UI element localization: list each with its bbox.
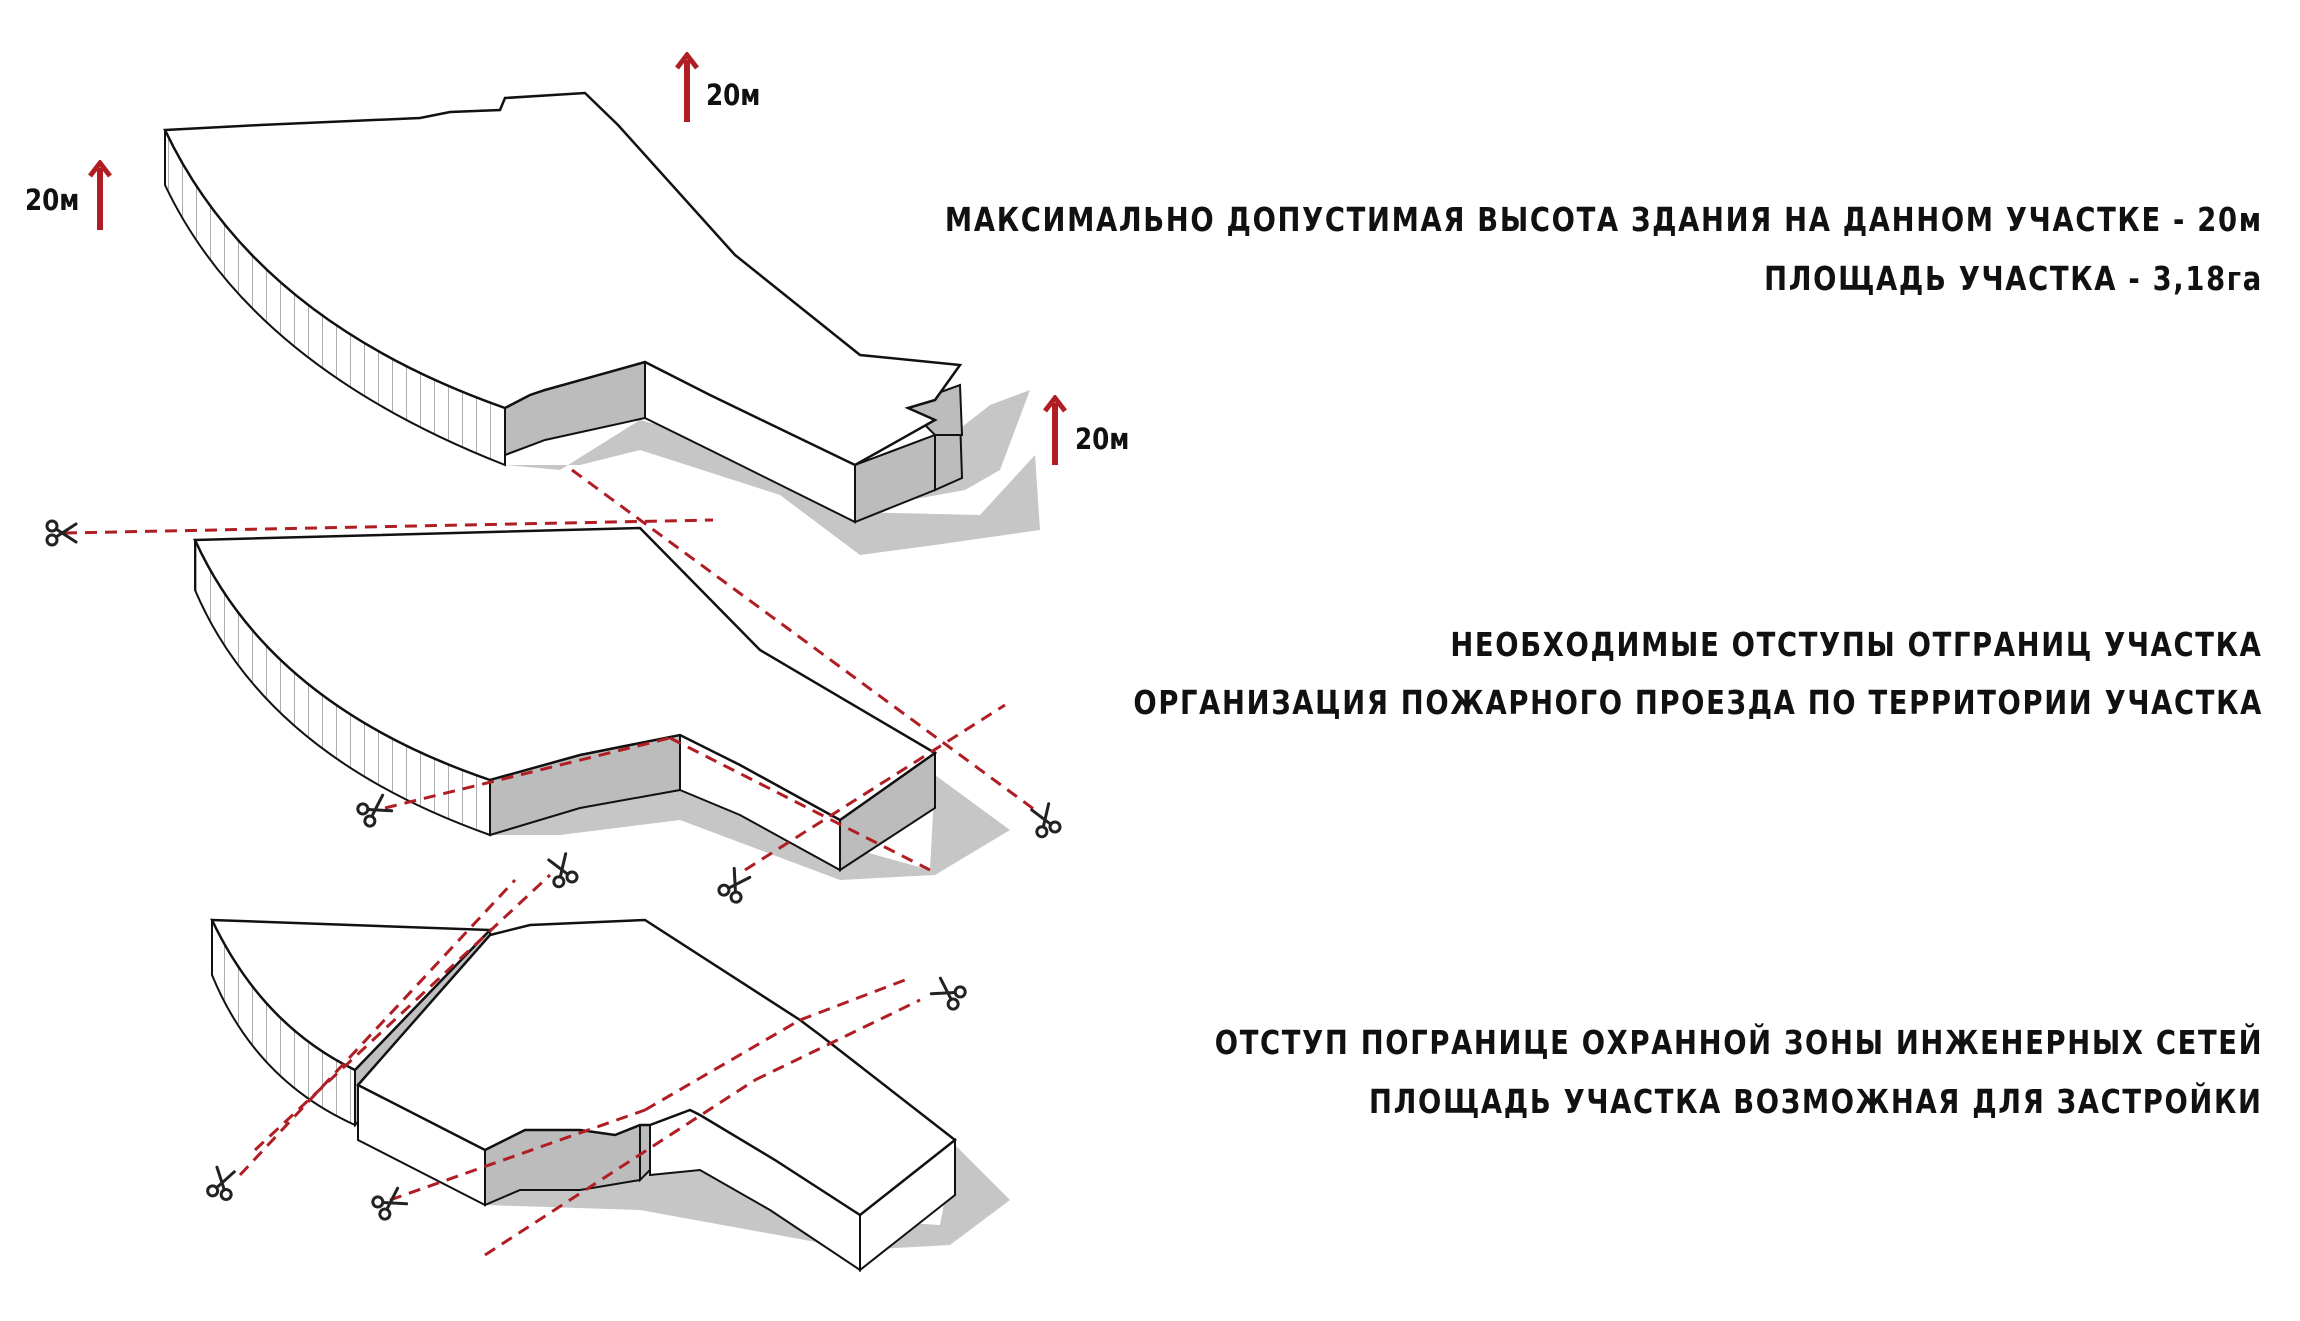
block-setbacks — [193, 526, 1010, 880]
cut-line — [669, 736, 931, 872]
top-face-left — [209, 918, 493, 1072]
cut-line — [238, 878, 517, 1177]
cut-lines — [64, 468, 1036, 1257]
caption-setbacks: НЕОБХОДИМЫЕ ОТСТУПЫ ОТГРАНИЦ УЧАСТКА — [1450, 625, 2263, 664]
cut-line — [484, 1078, 756, 1257]
cut-line — [571, 468, 1036, 812]
caption-site-area: ПЛОЩАДЬ УЧАСТКА - 3,18га — [1764, 259, 2263, 298]
scissors-icon — [354, 791, 395, 830]
caption-max-height: МАКСИМАЛЬНО ДОПУСТИМАЯ ВЫСОТА ЗДАНИЯ НА … — [945, 200, 2263, 239]
scissors-icon — [928, 974, 969, 1013]
shadow — [505, 420, 1040, 555]
height-label: 20м — [25, 183, 80, 217]
caption-buildable-area: ПЛОЩАДЬ УЧАСТКА ВОЗМОЖНАЯ ДЛЯ ЗАСТРОЙКИ — [1369, 1082, 2263, 1121]
height-label: 20м — [706, 78, 761, 112]
scissors-icon — [205, 1164, 239, 1203]
arrow-up-icon — [88, 160, 112, 230]
caption-utility-zone: ОТСТУП ПОГРАНИЦЕ ОХРАННОЙ ЗОНЫ ИНЖЕНЕРНЫ… — [1214, 1023, 2263, 1062]
block-max-height — [163, 91, 1040, 555]
arrow-up-icon — [1043, 395, 1067, 465]
cut-line — [744, 703, 1006, 872]
scissors-icon — [1027, 801, 1063, 840]
scissors-icon — [544, 851, 580, 890]
cut-line — [384, 736, 671, 810]
top-face — [193, 526, 938, 822]
cut-line — [253, 873, 552, 1152]
block-buildable — [209, 918, 1010, 1273]
top-face-right — [356, 918, 958, 1217]
caption-fire-access: ОРГАНИЗАЦИЯ ПОЖАРНОГО ПРОЕЗДА ПО ТЕРРИТО… — [1133, 683, 2263, 722]
cut-line — [389, 1108, 646, 1202]
scissors-icon — [715, 865, 754, 906]
arrow-up-icon — [675, 52, 699, 122]
cut-line — [754, 998, 921, 1082]
height-label: 20м — [1075, 422, 1130, 456]
scissors-icon — [369, 1184, 410, 1223]
cut-line — [64, 518, 714, 535]
top-face — [163, 91, 963, 467]
cut-line — [644, 1018, 801, 1112]
